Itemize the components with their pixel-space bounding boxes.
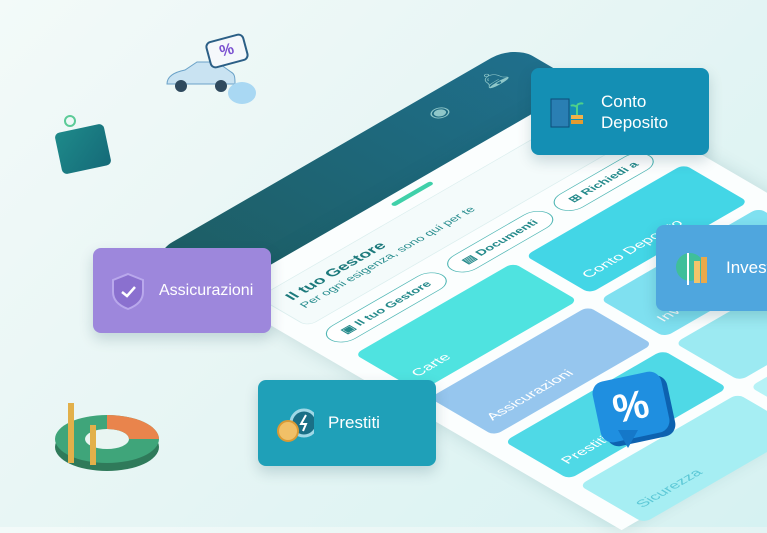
card-label: Deposito (601, 112, 669, 132)
card-label: Assicurazioni (159, 281, 254, 299)
card-label: Conto (601, 91, 647, 111)
percent-label: % (608, 381, 653, 432)
card-assicurazioni[interactable]: Assicurazioni (93, 248, 271, 333)
tile-label: Carte (408, 351, 455, 379)
card-prestiti[interactable]: Prestiti (258, 380, 436, 466)
key-icon (228, 82, 256, 104)
tag-percent: % (217, 40, 236, 61)
card-label: Invest (726, 258, 767, 277)
stopwatch-coin-icon (276, 404, 314, 442)
shield-check-icon (111, 272, 145, 310)
tile-label: Sicurezza (633, 467, 707, 510)
wheat-donut-chart-icon (52, 395, 162, 475)
eye-icon[interactable]: ◉ (421, 102, 456, 123)
discount-tag: % (204, 32, 250, 70)
card-investimenti[interactable]: Invest (656, 225, 767, 311)
safe-plant-icon (549, 93, 587, 131)
ring-decoration (64, 115, 76, 127)
bubble-tail (618, 430, 638, 448)
card-label: Prestiti (328, 413, 380, 432)
bell-icon[interactable]: 🔔︎ (471, 66, 515, 92)
wind-buildings-icon (674, 249, 712, 287)
credit-card-icon (54, 123, 112, 175)
